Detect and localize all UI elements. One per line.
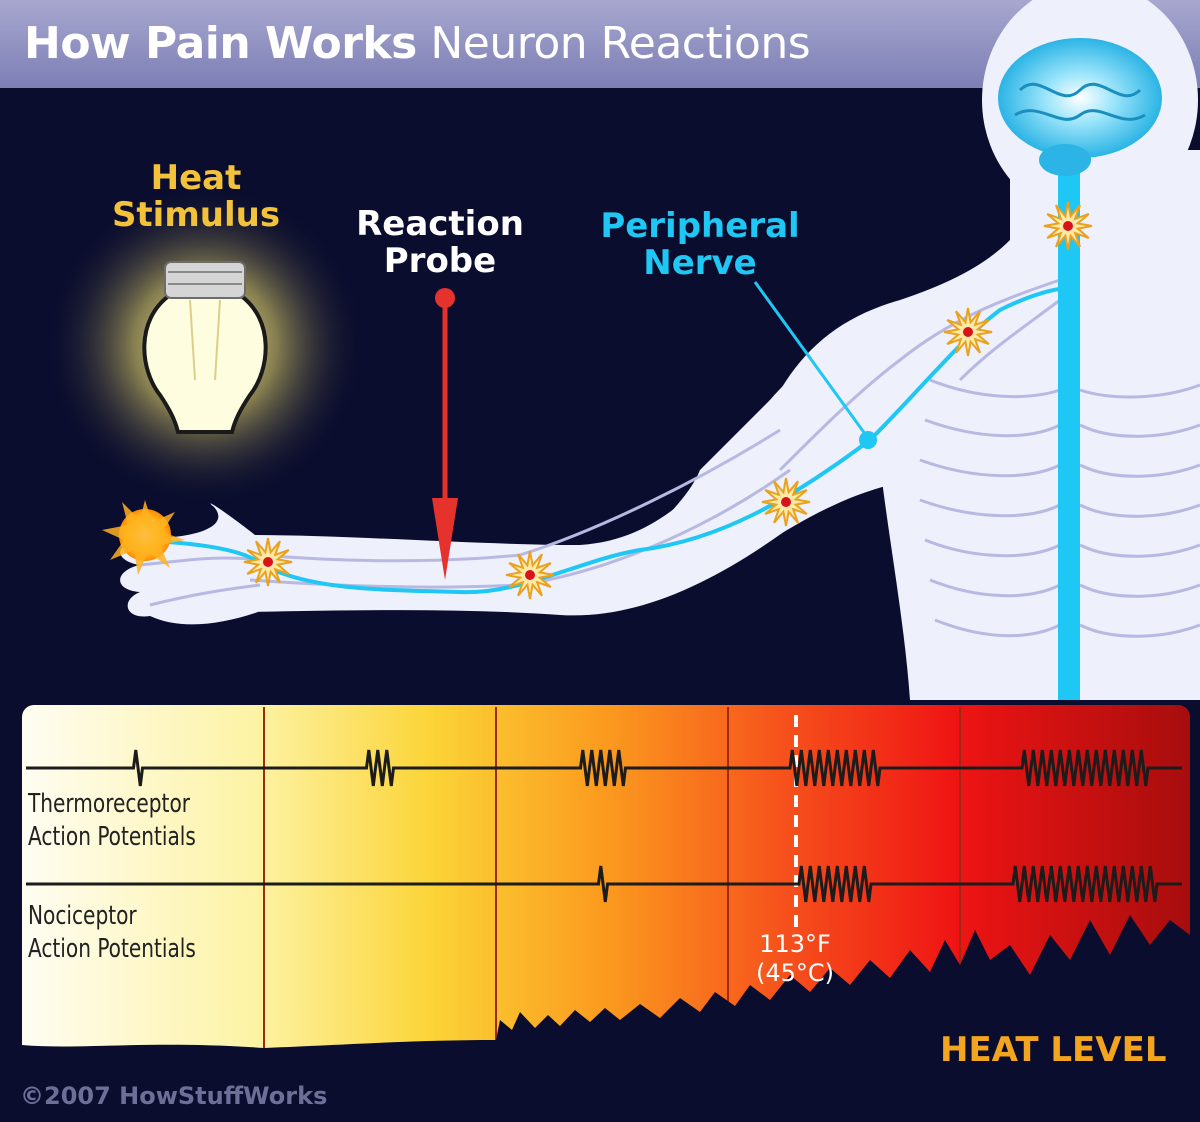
nerve-pointer-dot [859, 431, 877, 449]
peripheral-nerve-line-1: Peripheral [600, 206, 800, 246]
nociceptor-line-2: Action Potentials [28, 933, 196, 964]
thermoreceptor-line-1: Thermoreceptor [28, 789, 191, 819]
reaction-probe-arrow [432, 288, 458, 580]
nerve-pointer-line [753, 281, 870, 439]
signal-burst-icon [1043, 201, 1093, 251]
nociceptor-label: Nociceptor Action Potentials [28, 900, 196, 965]
light-bulb-icon [45, 185, 365, 505]
copyright-notice: ©2007 HowStuffWorks [20, 1082, 328, 1110]
heat-stimulus-line-2: Stimulus [111, 194, 281, 235]
signal-burst-icon [243, 537, 293, 587]
page-title: How Pain Works Neuron Reactions [24, 18, 811, 69]
reaction-probe-line-1: Reaction [356, 204, 524, 244]
threshold-label: 113°F (45°C) [740, 930, 850, 988]
thermoreceptor-trace [26, 749, 1182, 787]
heat-flash-icon [102, 500, 185, 575]
heat-level-axis-label: HEAT LEVEL [940, 1030, 1167, 1070]
peripheral-nerve-label: Peripheral Nerve [590, 208, 810, 281]
threshold-celsius: (45°C) [755, 958, 835, 987]
signal-burst-icon [761, 477, 811, 527]
peripheral-nerve-line-2: Nerve [643, 242, 757, 283]
heat-stimulus-label: Heat Stimulus [96, 160, 296, 233]
signal-burst-icon [943, 307, 993, 357]
reaction-probe-label: Reaction Probe [340, 206, 540, 279]
heat-level-chart [22, 705, 1190, 1060]
threshold-fahrenheit: 113°F [759, 930, 831, 958]
nociceptor-trace [26, 865, 1182, 903]
reaction-probe-line-2: Probe [383, 240, 497, 281]
heat-stimulus-line-1: Heat [150, 158, 242, 198]
title-subtitle: Neuron Reactions [430, 18, 811, 69]
thermoreceptor-line-2: Action Potentials [28, 821, 196, 852]
thermoreceptor-label: Thermoreceptor Action Potentials [28, 788, 196, 853]
nociceptor-line-1: Nociceptor [28, 901, 137, 931]
title-bold: How Pain Works [24, 18, 417, 69]
human-body-figure [120, 0, 1200, 700]
signal-bursts [243, 201, 1093, 600]
signal-burst-icon [505, 550, 555, 600]
